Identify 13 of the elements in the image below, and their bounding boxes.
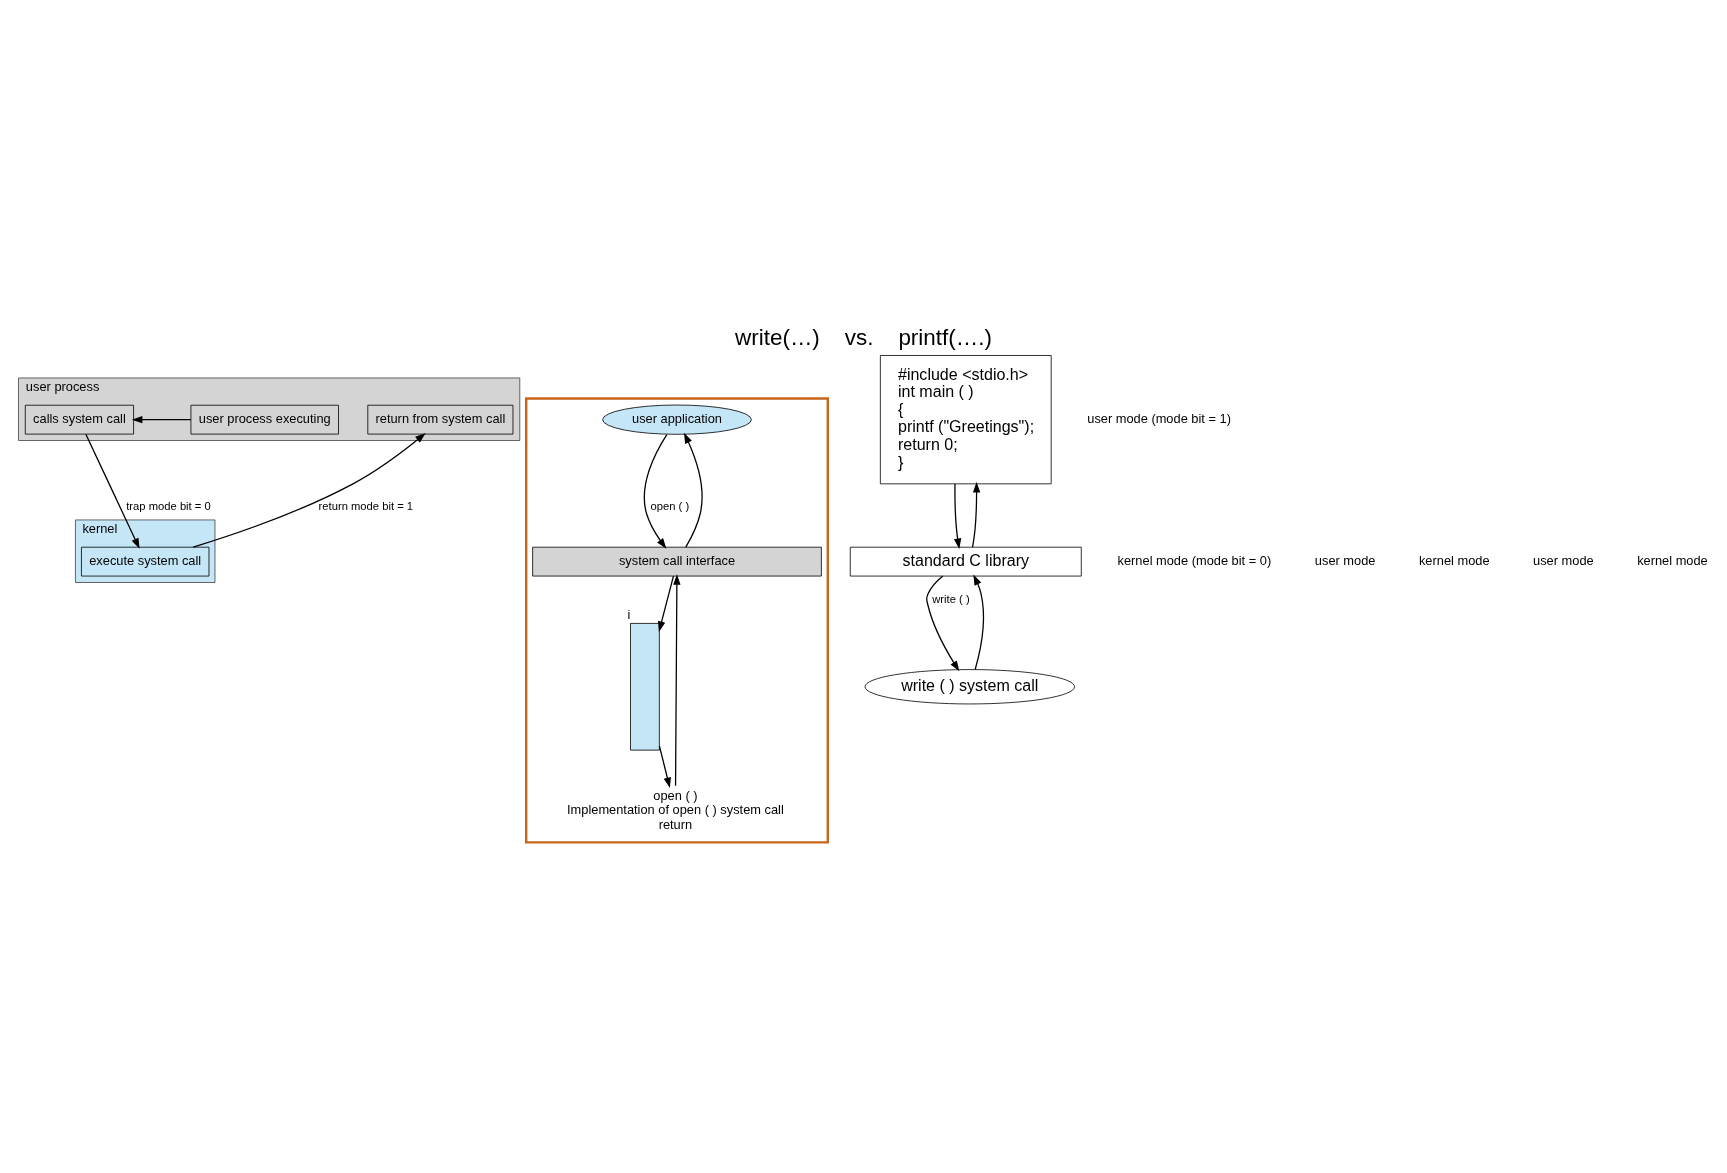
node-text: open ( ) Implementation of open ( ) system call return (567, 787, 784, 832)
label: kernel mode (1418, 552, 1490, 568)
label: user mode (1533, 552, 1594, 568)
edge-label: write ( ) (932, 592, 970, 605)
edge-label: open ( ) (650, 500, 690, 513)
node-label: i (627, 607, 631, 623)
diagram-title: write(…) vs. printf(….) (735, 325, 992, 351)
label: user mode (mode bit = 1) (1087, 410, 1231, 426)
label: kernel mode (1637, 552, 1708, 568)
label: user mode (1314, 552, 1376, 568)
label: kernel mode (mode bit = 0) (1117, 552, 1272, 568)
edge-label: trap mode bit = 0 (126, 500, 211, 513)
edge-label: return mode bit = 1 (318, 500, 414, 513)
